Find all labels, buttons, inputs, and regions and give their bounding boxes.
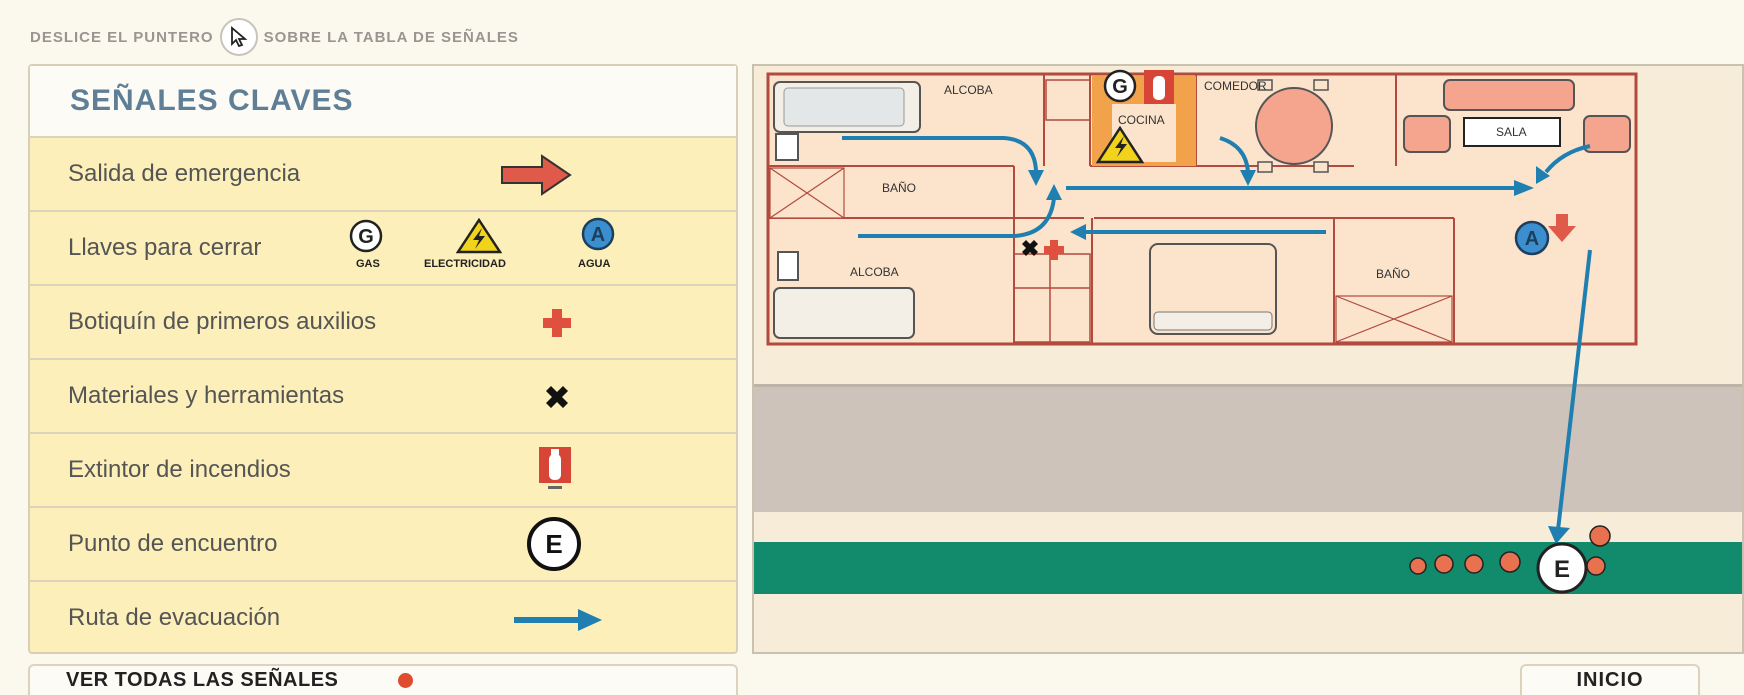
map-gas-symbol: G xyxy=(1112,76,1128,98)
black-x-icon xyxy=(546,386,568,408)
room-label-living: SALA xyxy=(1496,125,1527,139)
blue-arrow-icon xyxy=(514,609,602,631)
nightstand-bottom xyxy=(777,251,799,281)
gas-caption: GAS xyxy=(356,258,380,270)
map-meeting-point-symbol: E xyxy=(1554,556,1570,583)
map-tools-marker xyxy=(1022,240,1038,256)
red-cross-icon xyxy=(543,309,571,337)
map-electricity-marker xyxy=(1095,125,1145,164)
evacuation-route-arrowheads xyxy=(1028,166,1570,544)
bed-top-sheet xyxy=(783,87,905,127)
pointer-icon xyxy=(219,18,258,56)
bathroom-left-tiles xyxy=(769,167,845,219)
electricity-key-icon xyxy=(456,218,502,254)
sign-row-meeting-point[interactable]: Punto de encuentro E xyxy=(30,508,736,582)
instruction-text-end: SOBRE LA TABLA DE SEÑALES xyxy=(263,28,519,46)
people-figures xyxy=(1409,525,1611,576)
room-label-bathroom-right: BAÑO xyxy=(1376,267,1410,281)
nightstand-top xyxy=(775,133,799,161)
fire-extinguisher-icon xyxy=(539,447,571,489)
living-table xyxy=(1463,117,1561,147)
water-symbol: A xyxy=(591,224,605,246)
sidewalk-edge xyxy=(754,384,1742,387)
gas-key-icon: G xyxy=(349,219,383,253)
sign-row-emergency-exit[interactable]: Salida de emergencia xyxy=(30,138,736,212)
bed-center-pillow xyxy=(1153,311,1273,331)
map-water-marker: A xyxy=(1514,220,1550,256)
map-first-aid-marker xyxy=(1044,240,1064,260)
red-dot-icon xyxy=(398,673,414,688)
panel-title: SEÑALES CLAVES xyxy=(30,66,736,138)
water-key-icon: A xyxy=(581,217,615,251)
evacuation-route-lines xyxy=(842,136,1592,531)
sign-row-tools[interactable]: Materiales y herramientas xyxy=(30,360,736,434)
sign-label: Extintor de incendios xyxy=(68,456,291,483)
electricity-caption: ELECTRICIDAD xyxy=(424,258,506,270)
sign-label: Punto de encuentro xyxy=(68,530,278,557)
room-label-bedroom-top: ALCOBA xyxy=(944,83,993,97)
map-gas-marker: G xyxy=(1103,69,1137,103)
armchair-right xyxy=(1583,115,1631,153)
sign-label: Salida de emergencia xyxy=(68,160,301,187)
view-all-signs-label: VER TODAS LAS SEÑALES xyxy=(66,669,339,691)
sign-row-evacuation-route[interactable]: Ruta de evacuación xyxy=(30,582,736,654)
sign-label: Botiquín de primeros auxilios xyxy=(68,308,377,335)
instruction-text-start: DESLICE EL PUNTERO xyxy=(30,28,214,46)
sign-row-first-aid[interactable]: Botiquín de primeros auxilios xyxy=(30,286,736,360)
room-label-bathroom-left: BAÑO xyxy=(882,181,916,195)
armchair-left xyxy=(1403,115,1451,153)
sign-label: Llaves para cerrar xyxy=(68,234,262,261)
home-button-label: INICIO xyxy=(1576,669,1644,691)
meeting-point-symbol: E xyxy=(545,529,562,559)
sofa-top xyxy=(1443,79,1575,111)
floor-plan-svg: ALCOBA COCINA COMEDOR SALA BAÑO ALCOBA B… xyxy=(754,66,1742,652)
sign-label: Ruta de evacuación xyxy=(68,604,281,631)
room-label-kitchen: COCINA xyxy=(1118,113,1165,127)
sidewalk xyxy=(754,384,1742,512)
meeting-point-map-marker: E xyxy=(1536,542,1588,594)
room-label-bedroom-bottom: ALCOBA xyxy=(850,265,899,279)
home-button[interactable]: INICIO xyxy=(1520,664,1700,695)
map-extinguisher-marker xyxy=(1144,70,1174,104)
sign-label: Materiales y herramientas xyxy=(68,382,345,409)
dining-chairs xyxy=(1257,79,1329,173)
bathroom-right-tiles xyxy=(1335,295,1453,343)
red-arrow-icon xyxy=(501,154,572,196)
sign-row-fire-extinguisher[interactable]: Extintor de incendios xyxy=(30,434,736,508)
map-water-symbol: A xyxy=(1525,228,1539,250)
sign-row-shutoff-keys[interactable]: Llaves para cerrar G A GAS ELECTRICIDAD … xyxy=(30,212,736,286)
instruction-bar: DESLICE EL PUNTERO SOBRE LA TABLA DE SEÑ… xyxy=(30,18,519,56)
map-exit-arrow xyxy=(1548,214,1576,242)
water-caption: AGUA xyxy=(578,258,611,270)
view-all-signs-button[interactable]: VER TODAS LAS SEÑALES xyxy=(28,664,738,695)
dining-table xyxy=(1255,87,1333,165)
key-signs-panel: SEÑALES CLAVES Salida de emergencia Llav… xyxy=(28,64,738,654)
gas-symbol: G xyxy=(358,226,374,248)
floor-plan-map: ALCOBA COCINA COMEDOR SALA BAÑO ALCOBA B… xyxy=(752,64,1744,654)
room-label-dining: COMEDOR xyxy=(1204,79,1267,93)
bed-bottom xyxy=(773,287,915,339)
meeting-point-icon: E xyxy=(527,517,581,571)
